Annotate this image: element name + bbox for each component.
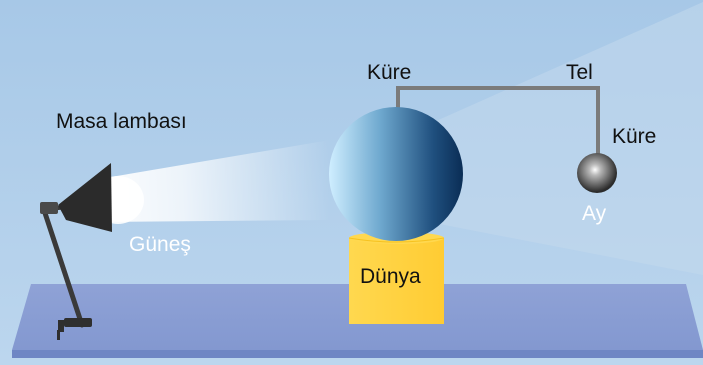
earth-stand: [349, 238, 444, 324]
lamp-base: [64, 318, 92, 327]
light-cone: [398, 2, 703, 275]
stand-edge: [348, 237, 445, 243]
lamp-shade: [58, 163, 112, 232]
lamp-screw: [57, 330, 60, 340]
earth-label: Dünya: [360, 265, 421, 288]
earth-sphere-label: Küre: [367, 61, 412, 84]
earth-sphere: [329, 107, 463, 241]
moon-label: Ay: [582, 202, 607, 225]
desk-lamp: [40, 163, 112, 340]
lamp-arm: [41, 207, 85, 328]
wire: [396, 86, 600, 158]
lamp-clamp: [58, 320, 64, 332]
sun-label: Güneş: [129, 233, 191, 256]
table-edge: [12, 350, 703, 358]
wire-label: Tel: [566, 61, 593, 84]
moon-sphere: [577, 153, 617, 193]
moon-sphere-label: Küre: [612, 125, 657, 148]
lamp-label: Masa lambası: [56, 110, 187, 133]
lamp-hinge: [40, 202, 58, 214]
lamp-beam: [105, 140, 330, 222]
